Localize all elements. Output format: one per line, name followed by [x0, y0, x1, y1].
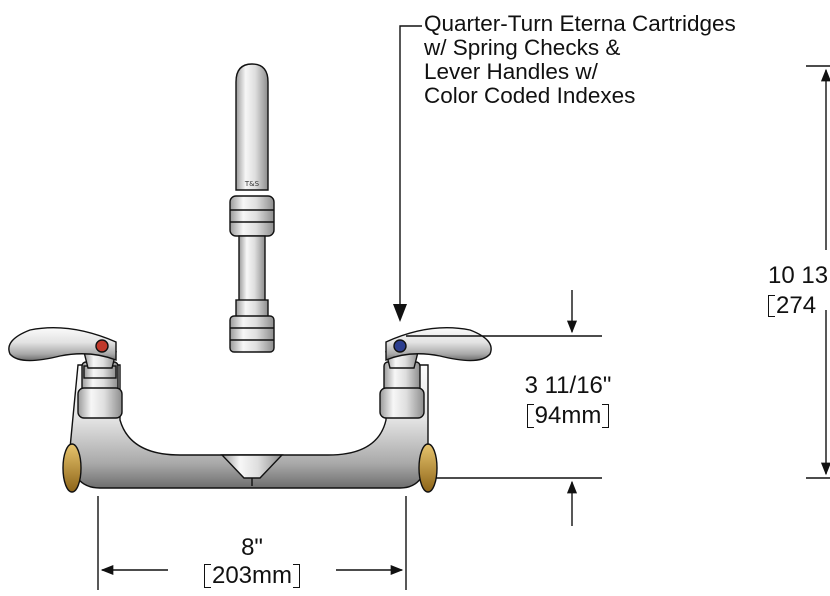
callout-line-4: Color Coded Indexes [424, 83, 636, 108]
handle-height-metric: 94mm [526, 402, 610, 430]
right-lever-handle [379, 327, 492, 419]
callout-arrow-icon [393, 304, 407, 322]
gooseneck-spout [229, 63, 275, 353]
centers-label: 8" 203mm [182, 534, 322, 590]
centers-metric: 203mm [203, 562, 301, 590]
callout-text: Quarter-Turn Eterna Cartridges w/ Spring… [424, 12, 736, 108]
callout-leader [399, 25, 422, 316]
centers-imperial: 8" [241, 534, 263, 561]
handle-height-dimension [406, 290, 602, 526]
hot-index-icon [95, 339, 109, 353]
handle-height-label: 3 11/16" 94mm [498, 372, 638, 430]
overall-height-label: 10 13 274 [768, 262, 830, 320]
overall-height-imperial: 10 13 [768, 262, 829, 289]
callout-line-2: w/ Spring Checks & [424, 35, 621, 60]
callout-line-1: Quarter-Turn Eterna Cartridges [424, 11, 736, 36]
left-lever-handle [8, 327, 123, 419]
spout-marking: T&S [244, 180, 260, 188]
faucet-body [69, 364, 429, 489]
handle-height-imperial: 3 11/16" [524, 372, 612, 399]
cold-index-icon [393, 339, 407, 353]
overall-height-dimension [806, 65, 830, 479]
callout-line-3: Lever Handles w/ [424, 59, 598, 84]
overall-height-metric: 274 [776, 292, 817, 319]
centers-dimension [97, 496, 407, 590]
brass-inlets [62, 443, 438, 493]
